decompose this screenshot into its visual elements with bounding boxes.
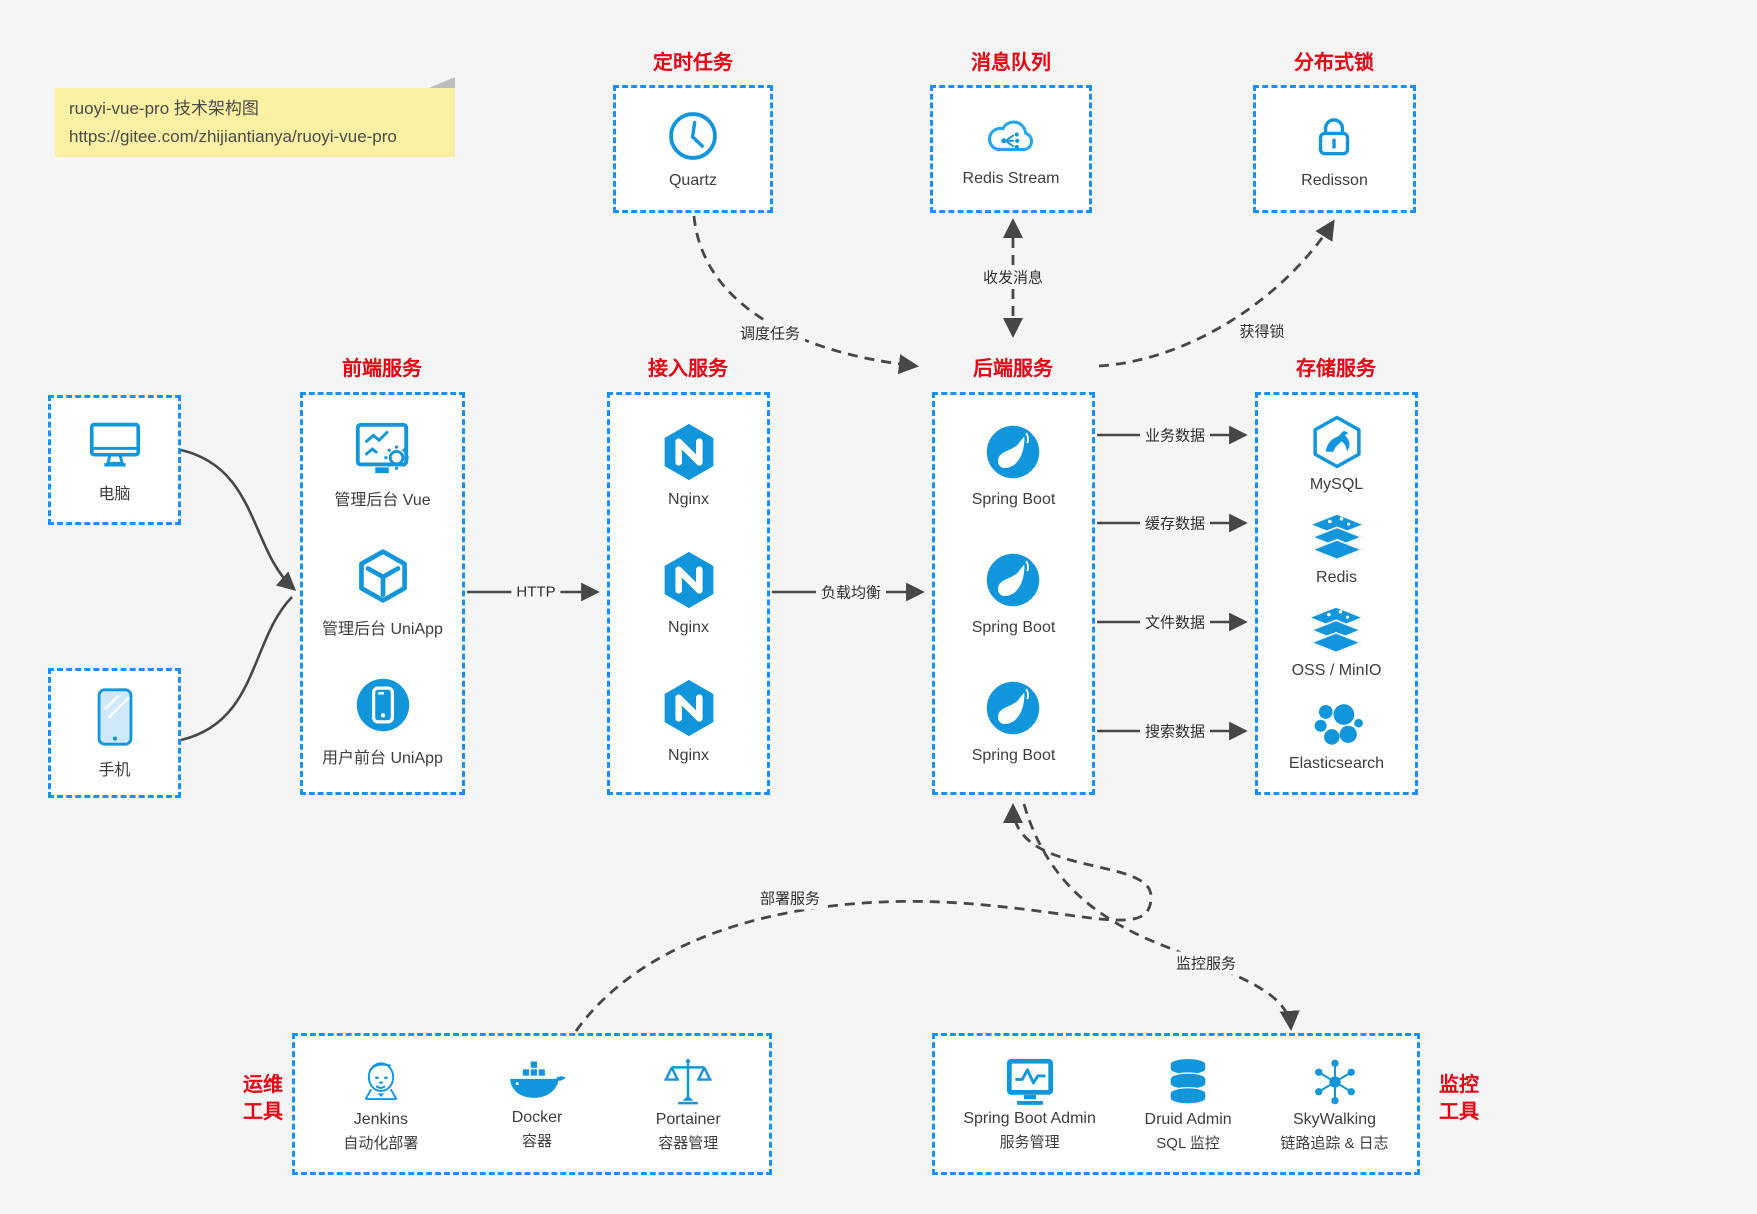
computer-client-box: 电脑 bbox=[48, 395, 181, 525]
cloud-network-icon bbox=[988, 120, 1034, 151]
edge-deploy-arrow bbox=[574, 802, 1153, 1032]
edge-label-deploy: 部署服务 bbox=[754, 886, 826, 910]
spring-boot-admin-label: Spring Boot Admin bbox=[963, 1109, 1096, 1127]
clock-icon bbox=[669, 111, 717, 160]
distributed-lock-title: 分布式锁 bbox=[1294, 52, 1374, 74]
skywalking-label: SkyWalking bbox=[1293, 1110, 1376, 1128]
edge-monitor-arrow bbox=[1022, 803, 1300, 1032]
docker-label: Docker bbox=[511, 1108, 563, 1126]
portainer-label: Portainer bbox=[655, 1110, 721, 1128]
computer-label: 电脑 bbox=[98, 485, 131, 503]
druid-admin-desc: SQL 监控 bbox=[1156, 1134, 1220, 1152]
skywalking-desc: 链路追踪 & 日志 bbox=[1280, 1134, 1389, 1152]
lock-icon bbox=[1319, 117, 1350, 155]
mysql-label: MySQL bbox=[1309, 476, 1364, 494]
edge-label-search-data: 搜索数据 bbox=[1139, 719, 1211, 743]
access-title: 接入服务 bbox=[648, 358, 728, 380]
scheduled-task-box: Quartz bbox=[613, 85, 773, 213]
title-note: ruoyi-vue-pro 技术架构图 https://gitee.com/zh… bbox=[55, 77, 455, 158]
edge-acquire-lock-arrow bbox=[1098, 219, 1335, 368]
note-url: https://gitee.com/zhijiantianya/ruoyi-vu… bbox=[69, 126, 397, 146]
skywalking-network-icon bbox=[1314, 1059, 1355, 1104]
admin-uniapp-label: 管理后台 UniApp bbox=[322, 621, 443, 638]
quartz-label: Quartz bbox=[668, 171, 717, 189]
druid-database-icon bbox=[1169, 1057, 1207, 1105]
edge-label-load-balance: 负载均衡 bbox=[815, 580, 887, 604]
druid-admin-label: Druid Admin bbox=[1144, 1110, 1232, 1128]
user-uniapp-label: 用户前台 UniApp bbox=[322, 750, 443, 767]
nginx-icon bbox=[664, 680, 713, 737]
spring-boot-icon bbox=[987, 553, 1040, 607]
note-fold-corner bbox=[429, 77, 455, 88]
jenkins-icon bbox=[364, 1061, 398, 1100]
scheduled-task-title: 定时任务 bbox=[653, 52, 733, 74]
oss-minio-label: OSS / MinIO bbox=[1291, 661, 1382, 679]
edge-phone-to-frontend bbox=[180, 596, 293, 742]
jenkins-label: Jenkins bbox=[353, 1110, 408, 1128]
edge-label-schedule-task: 调度任务 bbox=[734, 321, 806, 345]
backend-title: 后端服务 bbox=[973, 358, 1053, 380]
computer-icon bbox=[89, 422, 140, 466]
edge-label-cache-data: 缓存数据 bbox=[1139, 511, 1211, 535]
redis-stack-icon bbox=[1309, 514, 1364, 561]
spring-boot-admin-icon bbox=[1006, 1058, 1053, 1105]
jenkins-desc: 自动化部署 bbox=[343, 1134, 419, 1152]
nginx-label: Nginx bbox=[668, 490, 709, 508]
frontend-title: 前端服务 bbox=[342, 358, 422, 380]
redisson-label: Redisson bbox=[1301, 171, 1368, 189]
oss-minio-stack-icon bbox=[1309, 607, 1364, 654]
backend-box: Spring Boot Spring Boot Spring Boot bbox=[932, 392, 1095, 795]
portainer-desc: 容器管理 bbox=[658, 1134, 719, 1152]
monitoring-tools-side-label: 监控 工具 bbox=[1439, 1074, 1479, 1123]
message-queue-title: 消息队列 bbox=[971, 52, 1051, 74]
elasticsearch-icon bbox=[1314, 703, 1363, 745]
nginx-label: Nginx bbox=[668, 747, 709, 765]
docker-desc: 容器 bbox=[522, 1132, 553, 1150]
spring-boot-label: Spring Boot bbox=[971, 747, 1056, 765]
admin-vue-icon bbox=[356, 422, 410, 474]
edge-label-acquire-lock: 获得锁 bbox=[1234, 319, 1290, 343]
access-box: Nginx Nginx Nginx bbox=[607, 392, 770, 795]
elasticsearch-label: Elasticsearch bbox=[1288, 754, 1385, 772]
phone-label: 手机 bbox=[98, 761, 131, 779]
edge-label-business-data: 业务数据 bbox=[1139, 423, 1211, 447]
storage-box: MySQL Redis OSS / MinIO bbox=[1255, 392, 1418, 795]
message-queue-box: Redis Stream bbox=[930, 85, 1092, 213]
monitoring-tools-box: Spring Boot Admin 服务管理 Druid Admin SQL 监… bbox=[932, 1033, 1420, 1175]
uniapp-cube-icon bbox=[358, 549, 407, 603]
note-title: ruoyi-vue-pro 技术架构图 bbox=[69, 99, 259, 118]
storage-title: 存储服务 bbox=[1296, 358, 1376, 380]
spring-boot-label: Spring Boot bbox=[971, 618, 1056, 636]
nginx-label: Nginx bbox=[668, 618, 709, 636]
ops-tools-side-label: 运维 工具 bbox=[243, 1074, 283, 1123]
spring-boot-label: Spring Boot bbox=[971, 490, 1056, 508]
portainer-scales-icon bbox=[664, 1058, 712, 1104]
phone-client-box: 手机 bbox=[48, 668, 181, 798]
edge-computer-to-frontend bbox=[180, 448, 297, 591]
spring-boot-admin-desc: 服务管理 bbox=[999, 1133, 1060, 1151]
user-app-icon bbox=[356, 678, 409, 732]
admin-vue-label: 管理后台 Vue bbox=[334, 492, 431, 509]
docker-icon bbox=[510, 1060, 566, 1098]
frontend-box: 管理后台 Vue 管理后台 UniApp 用户前台 UniApp bbox=[300, 392, 465, 795]
mysql-icon bbox=[1312, 416, 1361, 469]
nginx-icon bbox=[664, 423, 713, 480]
distributed-lock-box: Redisson bbox=[1253, 85, 1416, 213]
redis-label: Redis bbox=[1316, 569, 1357, 587]
ops-tools-box: Jenkins 自动化部署 Docker 容器 bbox=[292, 1033, 772, 1175]
edge-label-msg: 收发消息 bbox=[977, 265, 1049, 289]
edge-schedule-task-arrow bbox=[692, 215, 920, 375]
spring-boot-icon bbox=[987, 682, 1040, 735]
edge-label-http: HTTP bbox=[511, 582, 561, 602]
spring-boot-icon bbox=[987, 425, 1040, 478]
edge-label-monitor: 监控服务 bbox=[1170, 951, 1242, 975]
phone-icon bbox=[97, 687, 132, 746]
redis-stream-label: Redis Stream bbox=[962, 169, 1060, 187]
edge-label-file-data: 文件数据 bbox=[1139, 610, 1211, 634]
nginx-icon bbox=[664, 551, 713, 609]
